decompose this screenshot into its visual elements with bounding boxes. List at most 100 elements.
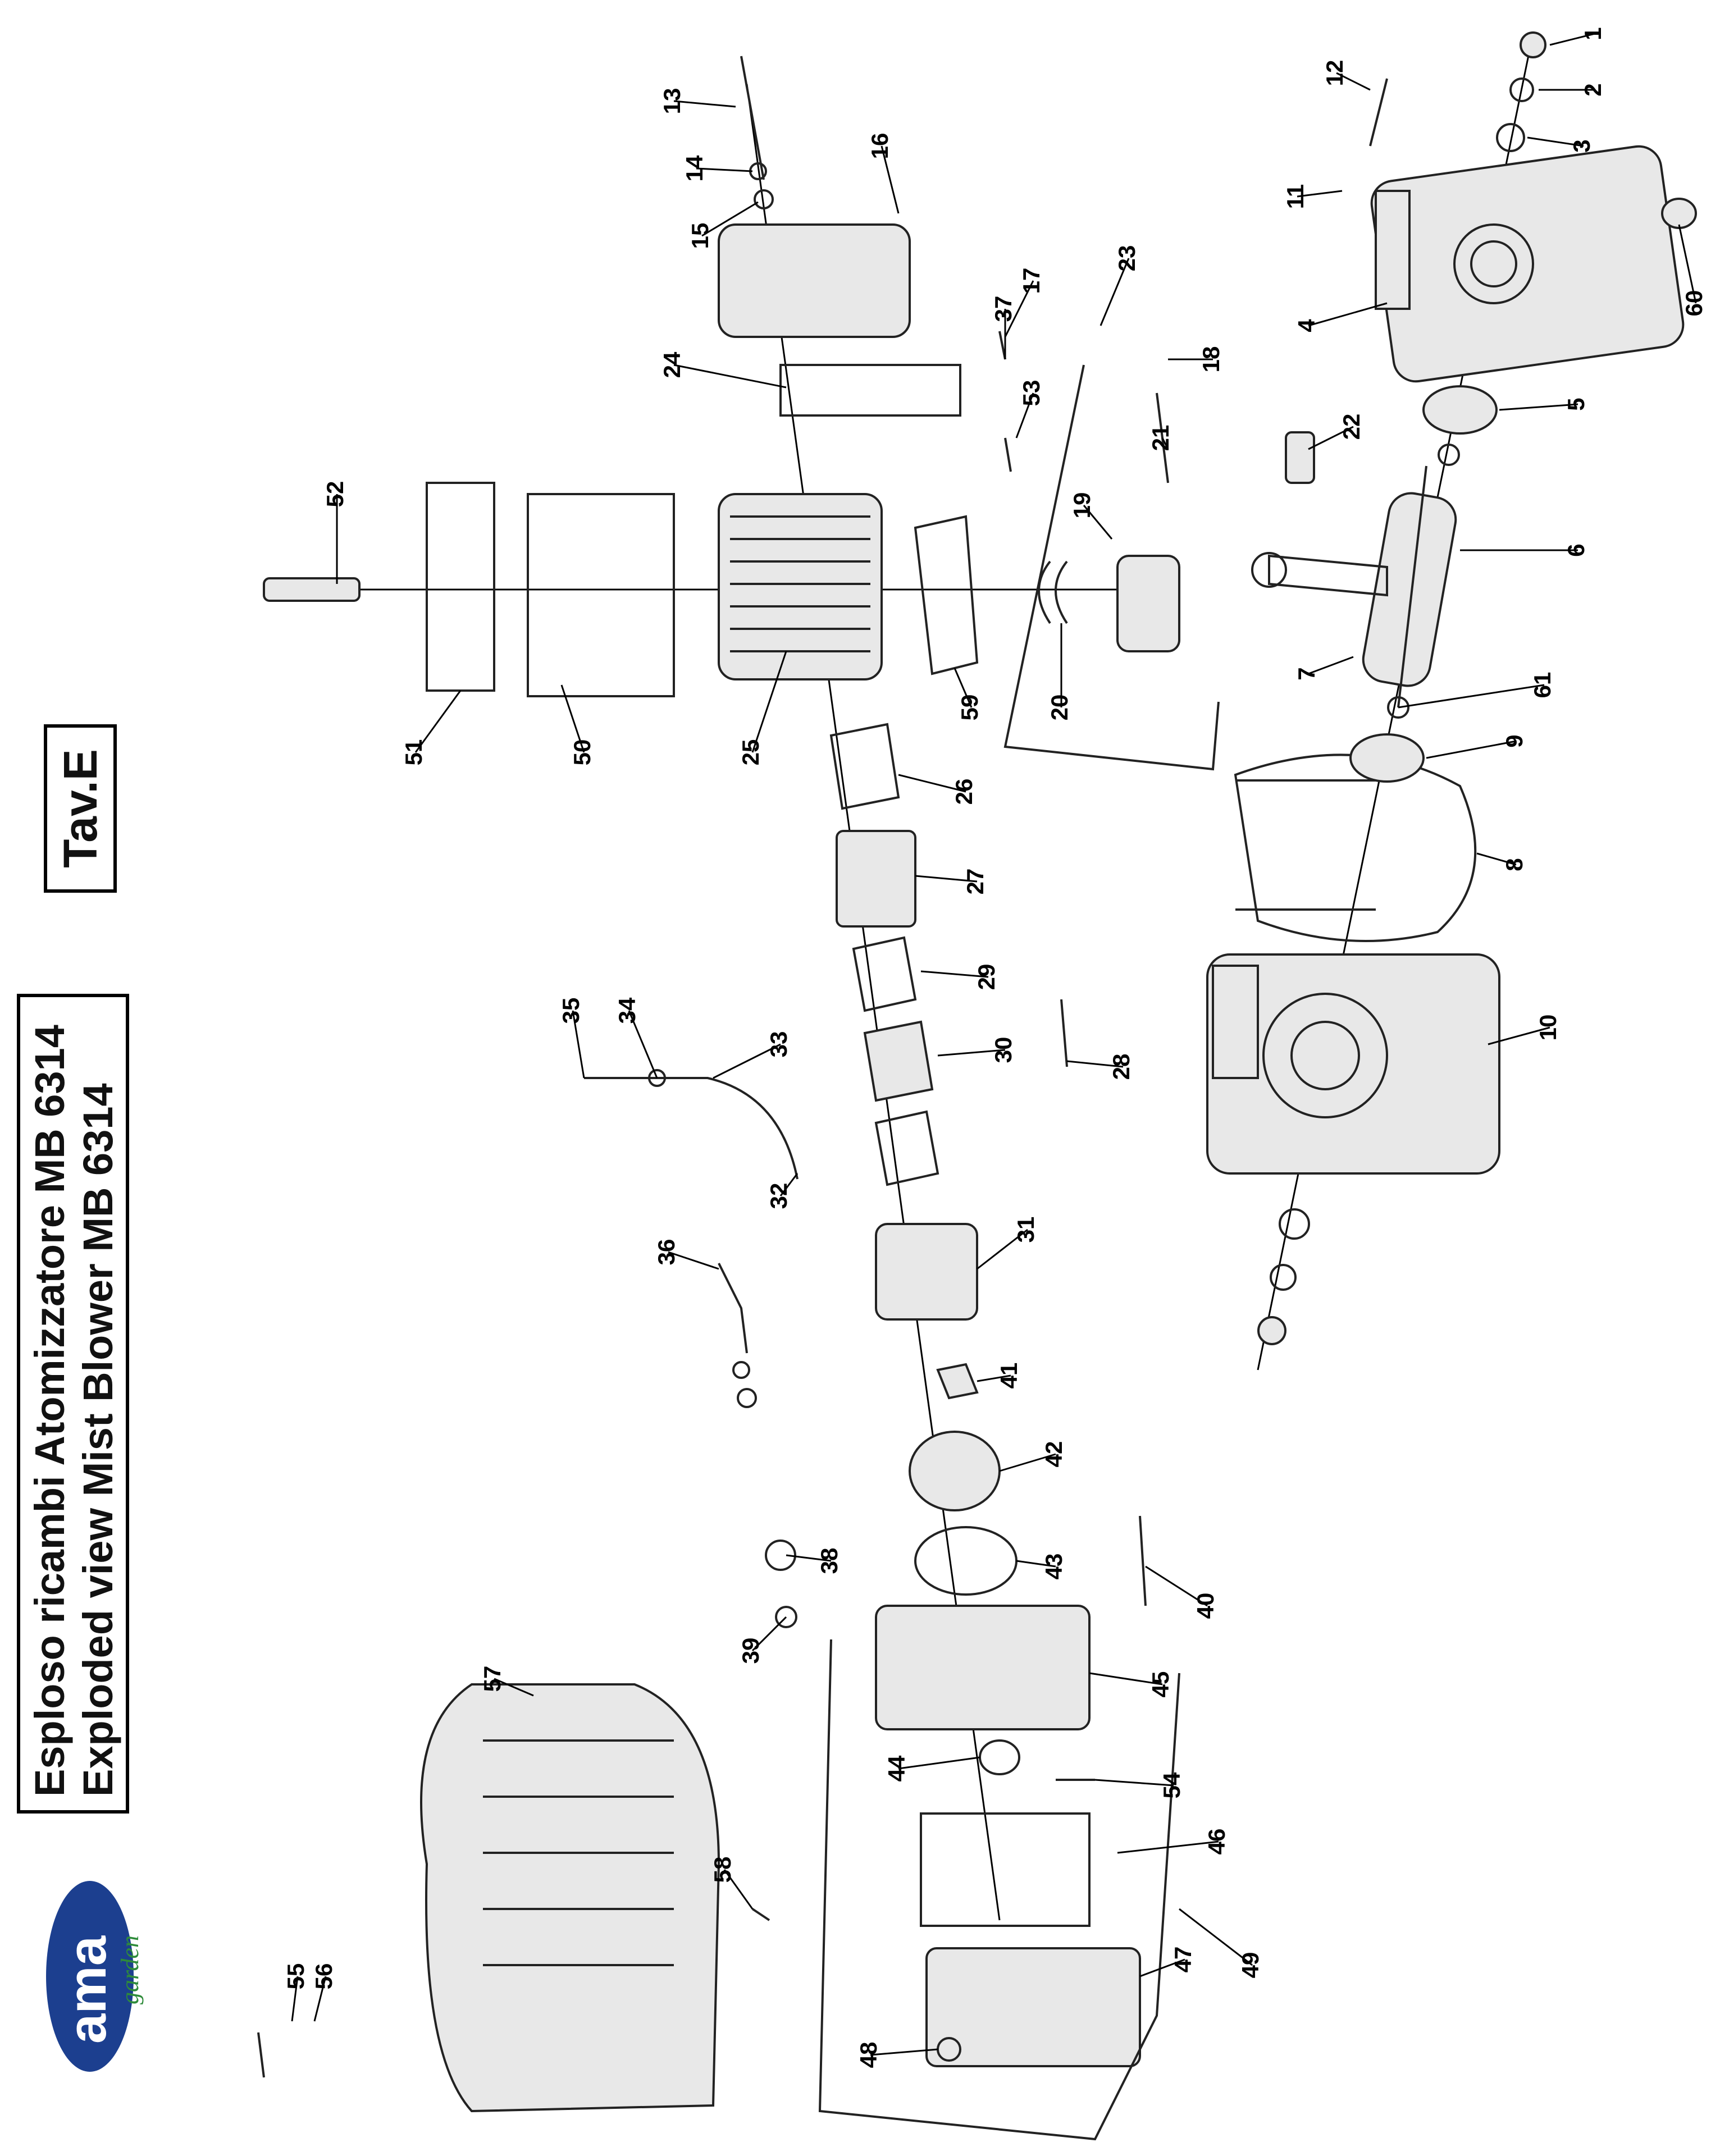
- seal-3b-part: [1279, 1208, 1310, 1240]
- callout-leader-47: [1139, 1958, 1185, 1977]
- callout-23: 23: [1114, 245, 1140, 272]
- washer-61a-part: [1438, 444, 1460, 466]
- callout-49: 49: [1237, 1952, 1263, 1979]
- callout-59: 59: [956, 695, 983, 721]
- callout-leader-27: [915, 875, 978, 883]
- callout-leader-58: [723, 1869, 754, 1910]
- callout-33: 33: [765, 1031, 792, 1058]
- callout-34: 34: [614, 997, 640, 1024]
- callout-47: 47: [1170, 1947, 1196, 1973]
- callout-10: 10: [1535, 1015, 1561, 1041]
- callout-leader-31: [977, 1228, 1028, 1270]
- washer-61b-part: [1387, 696, 1409, 719]
- callout-52: 52: [322, 481, 348, 508]
- callout-28: 28: [1108, 1054, 1134, 1080]
- plate-30-part: [863, 1020, 934, 1102]
- fuel-hose-33-part: [635, 1077, 799, 1180]
- washer-2b-part: [1270, 1264, 1297, 1291]
- ama-garden-logo: ama garden: [46, 1881, 144, 2072]
- callout-51: 51: [400, 739, 427, 766]
- callout-15: 15: [687, 223, 713, 249]
- clip-34-part: [648, 1069, 666, 1087]
- callout-20: 20: [1046, 695, 1073, 721]
- callout-27: 27: [962, 869, 988, 895]
- callout-12: 12: [1321, 60, 1348, 86]
- callout-leader-55: [291, 1976, 299, 2022]
- bolt-40-part: [1139, 1515, 1147, 1606]
- callout-46: 46: [1203, 1829, 1230, 1855]
- callout-leader-11: [1297, 190, 1343, 198]
- muffler-gasket-part: [779, 364, 961, 417]
- knob-48-part: [937, 2037, 961, 2062]
- callout-43: 43: [1041, 1554, 1067, 1580]
- callout-leader-44: [898, 1756, 980, 1770]
- callout-38: 38: [816, 1548, 842, 1574]
- callout-13: 13: [659, 88, 685, 115]
- filter-housing-45-part: [875, 1605, 1091, 1730]
- seal-3a-part: [1496, 123, 1525, 152]
- lever-36-part: [718, 1263, 748, 1354]
- insulator-27-part: [836, 830, 916, 928]
- callout-leader-60: [1678, 224, 1697, 304]
- callout-leader-40: [1145, 1565, 1208, 1607]
- callout-45: 45: [1147, 1671, 1174, 1698]
- filter-kit-bracket: [818, 1639, 1180, 2141]
- callout-40: 40: [1192, 1593, 1219, 1619]
- callout-35: 35: [558, 998, 584, 1024]
- callout-leader-38: [786, 1554, 832, 1562]
- callout-1: 1: [1580, 27, 1606, 40]
- callout-32: 32: [765, 1183, 792, 1209]
- muffler-part: [718, 223, 911, 338]
- callout-leader-32: [779, 1173, 799, 1196]
- plate-38-part: [765, 1540, 796, 1571]
- callout-leader-9: [1426, 740, 1517, 759]
- callout-19: 19: [1069, 492, 1095, 519]
- screw-58-part: [751, 1908, 770, 1921]
- callout-36: 36: [653, 1239, 679, 1266]
- callout-leader-22: [1308, 426, 1354, 450]
- callout-leader-16: [880, 145, 900, 214]
- shroud-50-part: [527, 493, 675, 697]
- callout-leader-26: [898, 774, 966, 793]
- callout-11: 11: [1282, 184, 1308, 209]
- callout-9: 9: [1501, 734, 1527, 747]
- callout-29: 29: [973, 964, 1000, 990]
- logo-brand: ama: [57, 1935, 117, 2044]
- callout-53: 53: [1018, 380, 1044, 406]
- gasket-29a-part: [852, 936, 917, 1012]
- nut-39-part: [775, 1606, 797, 1628]
- callout-leader-35: [572, 1010, 585, 1079]
- callout-6: 6: [1563, 543, 1589, 556]
- callout-leader-28: [1066, 1060, 1124, 1068]
- callout-37: 37: [990, 296, 1016, 322]
- callout-42: 42: [1041, 1441, 1067, 1468]
- bolt-12-part: [1369, 78, 1388, 147]
- callout-60: 60: [1681, 290, 1707, 317]
- callout-leader-4: [1308, 302, 1388, 327]
- callout-leader-25: [751, 651, 787, 753]
- callout-leader-29: [920, 970, 989, 978]
- bearing-5-part: [1422, 385, 1498, 435]
- callout-leader-39: [751, 1616, 787, 1652]
- grommet-44-part: [979, 1739, 1020, 1775]
- callout-26: 26: [951, 779, 977, 805]
- washer-2a-part: [1509, 77, 1534, 102]
- pawl-60-part: [1661, 198, 1697, 229]
- crankcase-gasket-part: [1234, 753, 1477, 942]
- callout-leader-45: [1089, 1672, 1163, 1685]
- callout-leader-30: [937, 1049, 1006, 1057]
- callout-14: 14: [681, 155, 708, 181]
- callout-17: 17: [1018, 268, 1044, 294]
- bearing-9-part: [1349, 733, 1425, 783]
- plate-51-part: [426, 482, 495, 692]
- bolt-53-part: [1004, 437, 1012, 472]
- callout-61: 61: [1529, 672, 1555, 698]
- callout-8: 8: [1501, 858, 1527, 871]
- bolt-28-part: [1060, 999, 1068, 1067]
- gasket-26-part: [829, 723, 900, 810]
- washer-15b-part: [732, 1361, 750, 1379]
- filter-cover-47-part: [925, 1947, 1141, 2067]
- callout-5: 5: [1563, 398, 1589, 410]
- callout-41: 41: [996, 1363, 1022, 1389]
- bolt-13-part: [740, 56, 765, 180]
